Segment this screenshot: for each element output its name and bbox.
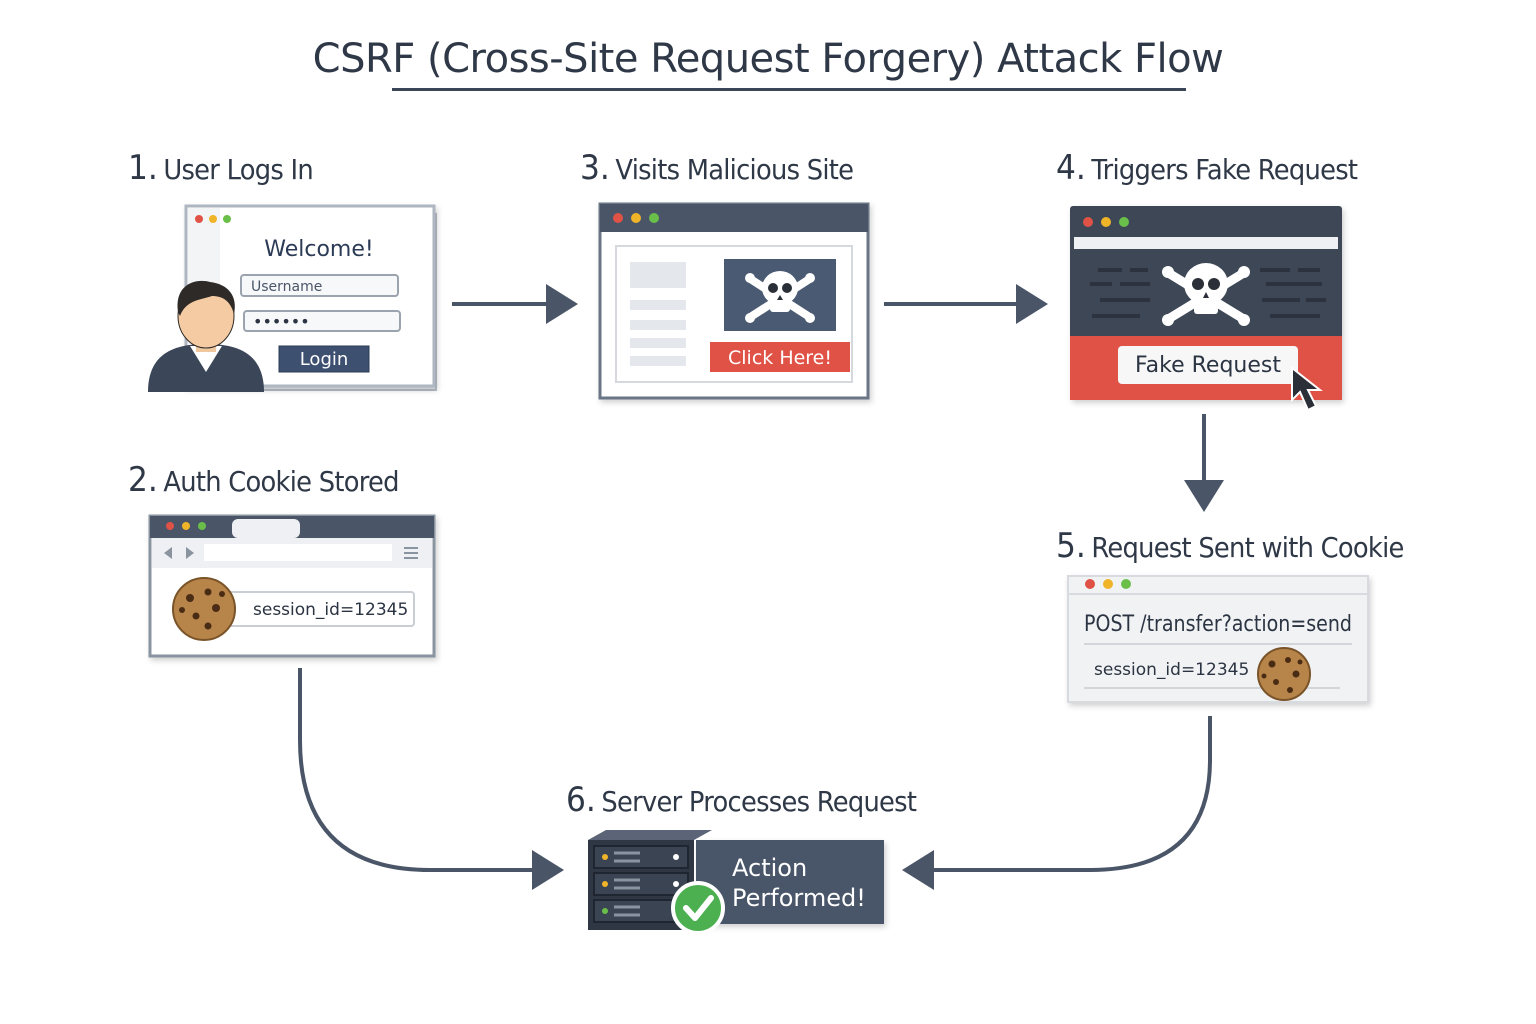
menu-icon[interactable]: [404, 547, 418, 559]
server-block: Action Performed!: [588, 830, 884, 935]
cursor-pointer-icon: [1291, 365, 1323, 412]
window-close-dot: [195, 215, 203, 223]
login-button[interactable]: [278, 345, 370, 373]
password-field[interactable]: [243, 310, 401, 332]
username-field[interactable]: [240, 274, 399, 297]
cookie-icon: [172, 577, 236, 641]
arrow-2-to-6: [298, 668, 564, 890]
step-5-label: Request Sent with Cookie: [1091, 531, 1404, 564]
cookie-storage-window: session_id=12345: [148, 514, 436, 658]
fake-request-button[interactable]: [1118, 346, 1298, 384]
fake-request-window: Fake Request: [1070, 206, 1342, 412]
step-2-label: Auth Cookie Stored: [163, 465, 399, 498]
arrow-5-to-6: [902, 716, 1212, 890]
step-1-number: 1.: [128, 148, 158, 188]
action-result-panel: [696, 840, 884, 924]
forward-arrow-icon[interactable]: [186, 547, 194, 559]
window-minimize-dot: [1101, 217, 1111, 227]
login-button-label: Login: [300, 349, 349, 370]
diagram-title: CSRF (Cross-Site Request Forgery) Attack…: [312, 36, 1224, 82]
skull-crossbones-icon: [1162, 263, 1250, 326]
window-maximize-dot: [1119, 217, 1129, 227]
step-1-label: User Logs In: [163, 153, 313, 186]
step-6-label: Server Processes Request: [601, 785, 917, 818]
step-3-heading: 3.Visits Malicious Site: [580, 148, 854, 188]
step-3-number: 3.: [580, 148, 610, 188]
action-result-text: Action Performed!: [732, 854, 866, 912]
password-value: ••••••: [253, 312, 310, 331]
step-2-heading: 2.Auth Cookie Stored: [128, 460, 399, 500]
fake-request-label: Fake Request: [1135, 353, 1281, 378]
title-underline: [392, 88, 1186, 91]
window-minimize-dot: [631, 213, 641, 223]
malicious-site-window: Click Here!: [598, 202, 870, 400]
window-maximize-dot: [223, 215, 231, 223]
back-arrow-icon[interactable]: [164, 547, 172, 559]
step-5-number: 5.: [1056, 526, 1086, 566]
step-4-number: 4.: [1056, 148, 1086, 188]
window-maximize-dot: [198, 522, 206, 530]
window-close-dot: [166, 522, 174, 530]
window-maximize-dot: [649, 213, 659, 223]
login-heading: Welcome!: [264, 237, 373, 262]
window-close-dot: [613, 213, 623, 223]
window-minimize-dot: [182, 522, 190, 530]
window-minimize-dot: [1103, 579, 1113, 589]
request-line: POST /transfer?action=send: [1084, 612, 1352, 637]
window-close-dot: [1085, 579, 1095, 589]
address-bar[interactable]: [204, 544, 392, 561]
user-avatar-icon: [148, 280, 264, 392]
step-1-heading: 1.User Logs In: [128, 148, 314, 188]
cookie-value: session_id=12345: [253, 600, 408, 620]
username-placeholder: Username: [251, 279, 322, 295]
window-close-dot: [1083, 217, 1093, 227]
checkmark-success-icon: [671, 881, 725, 935]
window-minimize-dot: [209, 215, 217, 223]
step-2-number: 2.: [128, 460, 158, 500]
skull-crossbones-icon: [745, 271, 815, 323]
click-here-label: Click Here!: [728, 347, 832, 369]
request-cookie-value: session_id=12345: [1094, 660, 1249, 680]
step-4-heading: 4.Triggers Fake Request: [1056, 148, 1358, 188]
step-6-heading: 6.Server Processes Request: [566, 780, 917, 820]
request-window: POST /transfer?action=send session_id=12…: [1067, 575, 1369, 703]
click-here-button[interactable]: [710, 342, 850, 372]
step-5-heading: 5.Request Sent with Cookie: [1056, 526, 1404, 566]
cookie-icon: [1257, 647, 1311, 701]
step-3-label: Visits Malicious Site: [615, 153, 854, 186]
window-maximize-dot: [1121, 579, 1131, 589]
step-6-number: 6.: [566, 780, 596, 820]
step-4-label: Triggers Fake Request: [1091, 153, 1358, 186]
